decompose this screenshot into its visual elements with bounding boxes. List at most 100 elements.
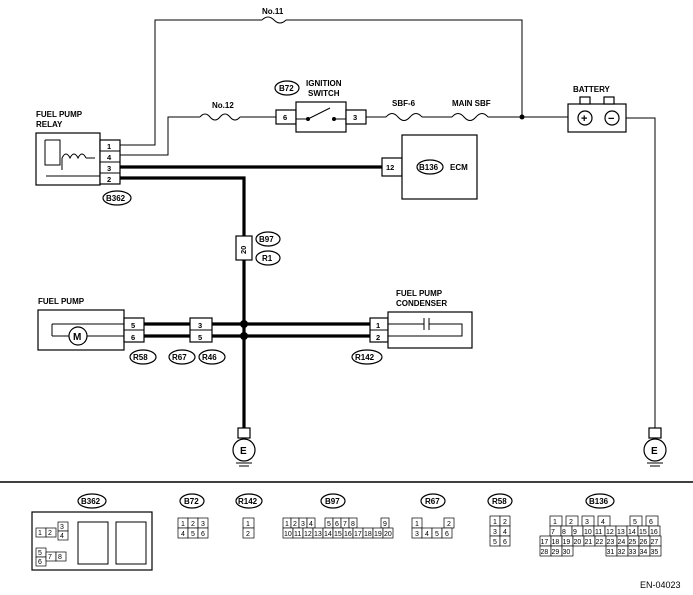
svg-text:2: 2: [191, 521, 195, 528]
b136-pin-3-label: 3: [585, 519, 589, 526]
b136-pin-35-label: 35: [651, 549, 659, 556]
b97-pin-11-label: 11: [294, 531, 301, 538]
legend-b72: 1 2 3 4 5 6: [177, 517, 209, 539]
svg-text:3: 3: [60, 524, 64, 531]
fuse-no12: [199, 113, 241, 121]
b136-pin-30-label: 30: [563, 549, 571, 556]
svg-text:3: 3: [201, 521, 205, 528]
svg-text:1: 1: [493, 519, 497, 526]
b136-pin-25-label: 25: [629, 539, 637, 546]
battery: + −: [567, 96, 627, 133]
b136-pin-1-label: 1: [553, 519, 557, 526]
legend-r58: 1 2 3 4 5 6: [489, 515, 511, 547]
svg-text:5: 5: [191, 531, 195, 538]
svg-text:5: 5: [435, 531, 439, 538]
legend-b72-title: B72: [184, 497, 199, 506]
b136-pin-29-label: 29: [552, 549, 560, 556]
mid-pin-5: 5: [198, 333, 202, 342]
b97-pin-8-label: 8: [351, 521, 355, 528]
b97-pin-5-label: 5: [327, 521, 331, 528]
b136-pin-11-label: 11: [595, 529, 602, 536]
legend-r67: 1 2 3 4 5 6: [411, 517, 455, 539]
ignition-switch: 6 3: [275, 101, 367, 133]
b97-pin-7-label: 7: [343, 521, 347, 528]
b97-pin-4-label: 4: [309, 521, 313, 528]
relay-pin-1: 1: [107, 142, 111, 151]
b136-pin-17-label: 17: [541, 539, 549, 546]
b136-pin-24-label: 24: [618, 539, 626, 546]
b136-pin-9-label: 9: [573, 529, 577, 536]
main-sbf-fuse: [451, 113, 489, 121]
b97-pin-2-label: 2: [293, 521, 297, 528]
r46-oval: [198, 349, 226, 365]
r46-id: R46: [202, 353, 217, 362]
b97-pin-10-label: 10: [284, 531, 292, 538]
battery-label: BATTERY: [573, 85, 611, 94]
b136-pin-26-label: 26: [640, 539, 648, 546]
ecm-pin-12: 12: [386, 163, 394, 172]
b97-pin-14-label: 14: [324, 531, 332, 538]
legend-b136-title: B136: [589, 497, 609, 506]
figure-id: EN-04023: [640, 580, 681, 590]
svg-text:4: 4: [60, 533, 64, 540]
b136-pin-20-label: 20: [574, 539, 582, 546]
junction-top: [240, 320, 248, 328]
ecm: 12 B136 ECM: [381, 134, 478, 200]
relay-pin-3: 3: [107, 164, 111, 173]
ignition-label-1: IGNITION: [306, 79, 342, 88]
condenser-label-1: FUEL PUMP: [396, 289, 443, 298]
svg-text:8: 8: [58, 554, 62, 561]
mid-pin-3: 3: [198, 321, 202, 330]
r1-oval: [255, 250, 281, 266]
b136-pin-2-label: 2: [569, 519, 573, 526]
pump-pin-6: 6: [131, 333, 135, 342]
r67-oval: [168, 349, 196, 365]
wire-no11-loop: [120, 16, 523, 146]
b136-pin-22-label: 22: [596, 539, 604, 546]
svg-text:6: 6: [445, 531, 449, 538]
b97-pin-1-label: 1: [285, 521, 289, 528]
b136-pin-18-label: 18: [552, 539, 560, 546]
legend-r58-title: R58: [492, 497, 507, 506]
svg-text:6: 6: [201, 531, 205, 538]
svg-text:4: 4: [425, 531, 429, 538]
motor-symbol: M: [73, 332, 81, 343]
b362-id: B362: [106, 194, 126, 203]
condenser-label-2: CONDENSER: [396, 299, 447, 308]
battery-minus: −: [608, 113, 614, 125]
b136-pin-8-label: 8: [562, 529, 566, 536]
relay-pin-2: 2: [107, 175, 111, 184]
b136-pin-14-label: 14: [628, 529, 636, 536]
relay-pin-4: 4: [107, 153, 112, 162]
wire-battery-neg: [626, 117, 656, 428]
legend-r142: 1 2: [242, 517, 255, 539]
sbf6-label: SBF-6: [392, 99, 416, 108]
svg-text:5: 5: [38, 550, 42, 557]
b97-pin-20: [382, 527, 394, 539]
fuel-pump-relay: 1 4 3 2: [35, 132, 121, 186]
b136-pin-7-label: 7: [551, 529, 555, 536]
cond-pin-2: 2: [376, 333, 380, 342]
b136-pin-28-label: 28: [541, 549, 549, 556]
b136-pin-30: [561, 545, 574, 557]
ground-left-label: E: [240, 446, 247, 457]
battery-plus: +: [581, 113, 587, 125]
main-sbf-label: MAIN SBF: [452, 99, 491, 108]
b97-pin-17-label: 17: [354, 531, 362, 538]
b72-id: B72: [279, 84, 294, 93]
b136-pin-15-label: 15: [639, 529, 647, 536]
b362-oval: [102, 190, 132, 206]
r142-id: R142: [355, 353, 375, 362]
r67-id: R67: [172, 353, 187, 362]
svg-text:7: 7: [48, 554, 52, 561]
svg-text:2: 2: [48, 530, 52, 537]
sbf6-fuse: [385, 113, 423, 121]
b136-pin-31-label: 31: [607, 549, 615, 556]
b136-pin-32-label: 32: [618, 549, 626, 556]
b97-pin-15-label: 15: [334, 531, 342, 538]
b136-pin-35: [649, 545, 662, 557]
